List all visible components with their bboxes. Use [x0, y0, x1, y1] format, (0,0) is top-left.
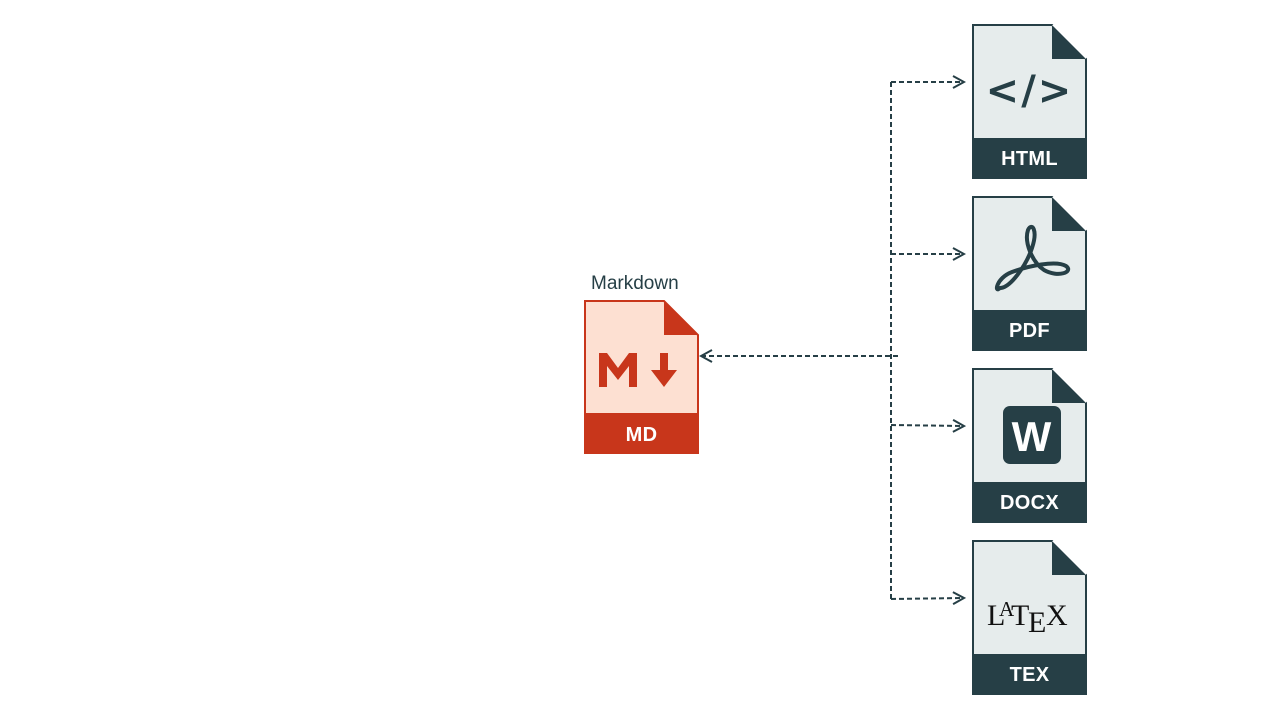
- markdown-file-shape: [584, 300, 699, 454]
- pdf-file-label: PDF: [1009, 320, 1050, 342]
- arrow-to-docx: [890, 425, 964, 426]
- markdown-icon: [599, 353, 677, 387]
- docx-file: W DOCX: [972, 368, 1087, 523]
- svg-text:T: T: [1011, 599, 1029, 632]
- latex-icon: L A T E X: [987, 597, 1068, 639]
- word-icon: W: [1011, 413, 1052, 460]
- pdf-file-shape: [972, 196, 1087, 351]
- code-brackets-icon: </>: [985, 68, 1074, 114]
- html-file-label: HTML: [1001, 148, 1058, 170]
- markdown-file: MD: [584, 300, 699, 454]
- tex-file-label: TEX: [1009, 664, 1050, 686]
- svg-text:L: L: [987, 599, 1005, 632]
- html-file-shape: [972, 24, 1087, 179]
- tex-file-shape: [972, 540, 1087, 695]
- markdown-file-label: MD: [625, 424, 658, 446]
- svg-text:E: E: [1028, 606, 1046, 639]
- markdown-caption: Markdown: [591, 273, 679, 294]
- docx-file-shape: [972, 368, 1087, 523]
- pdf-file: PDF: [972, 196, 1087, 351]
- svg-text:X: X: [1046, 599, 1068, 632]
- tex-file: L A T E X TEX: [972, 540, 1087, 695]
- html-file: </> HTML: [972, 24, 1087, 179]
- arrow-to-tex: [890, 598, 964, 599]
- acrobat-icon: [994, 224, 1070, 292]
- docx-file-label: DOCX: [1000, 492, 1059, 514]
- svg-text:A: A: [999, 597, 1015, 621]
